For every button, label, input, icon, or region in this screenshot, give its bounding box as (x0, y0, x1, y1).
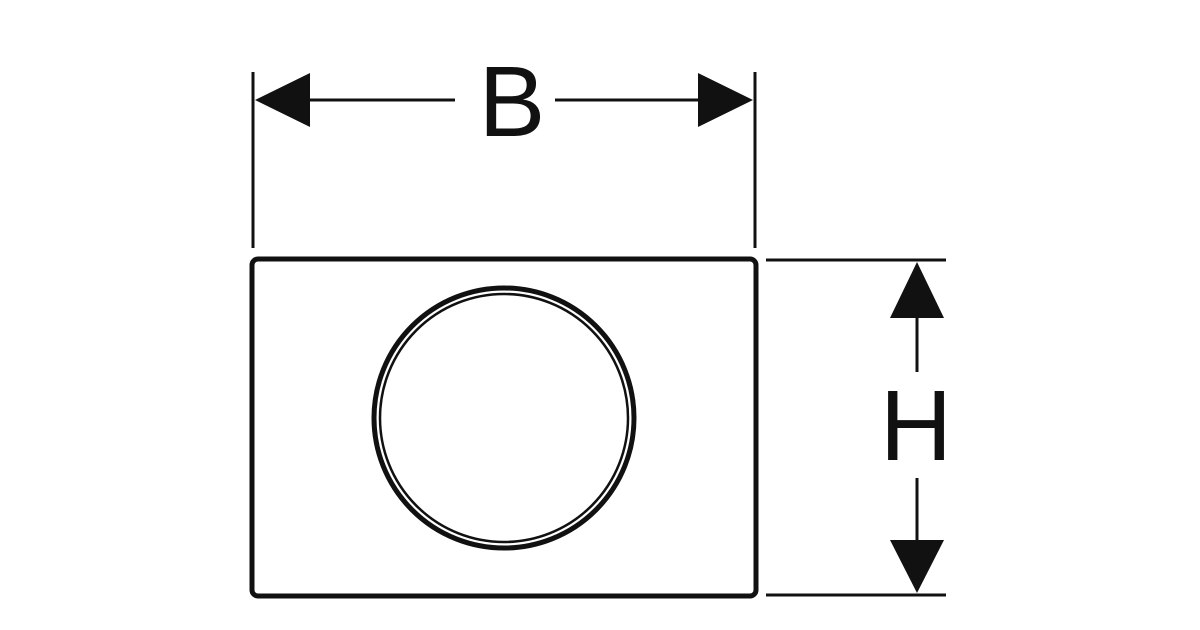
arrow-left-icon (255, 73, 310, 127)
height-dimension (766, 258, 946, 597)
arrow-down-icon (890, 540, 944, 593)
button-ring-outer (371, 285, 637, 551)
width-label: B (479, 46, 546, 158)
arrow-up-icon (890, 262, 944, 318)
height-label: H (880, 370, 952, 482)
button-ring-inner (378, 292, 630, 544)
arrow-right-icon (698, 73, 753, 127)
flush-plate-outline (249, 256, 759, 599)
width-dimension (251, 72, 757, 248)
